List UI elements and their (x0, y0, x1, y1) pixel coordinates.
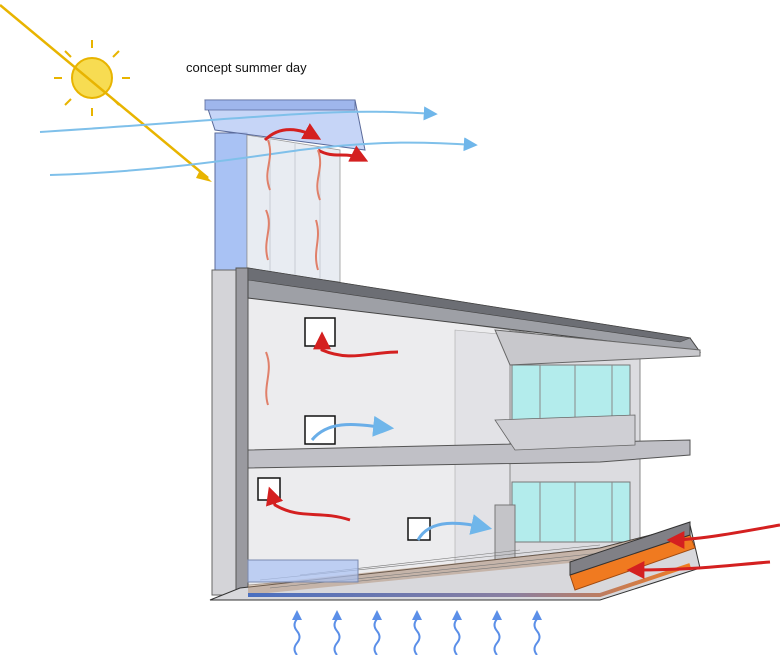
warm-air-arrows (263, 123, 780, 579)
sun-ray-arrow (0, 4, 209, 179)
vent-opening (304, 317, 336, 347)
building-structure (209, 267, 702, 601)
solar-chimney (204, 99, 366, 283)
ground-heat-arrows (292, 610, 542, 655)
sun-icon (54, 40, 130, 116)
cool-air-arrows (310, 415, 493, 541)
wind-arrow (39, 106, 438, 133)
wind-arrow (49, 137, 478, 176)
diagram-title: concept summer day (186, 60, 307, 75)
vent-opening (304, 415, 336, 445)
floor-heating-pipe (248, 563, 691, 597)
vent-opening (257, 477, 281, 501)
sun-ray-arrowhead (196, 170, 212, 182)
